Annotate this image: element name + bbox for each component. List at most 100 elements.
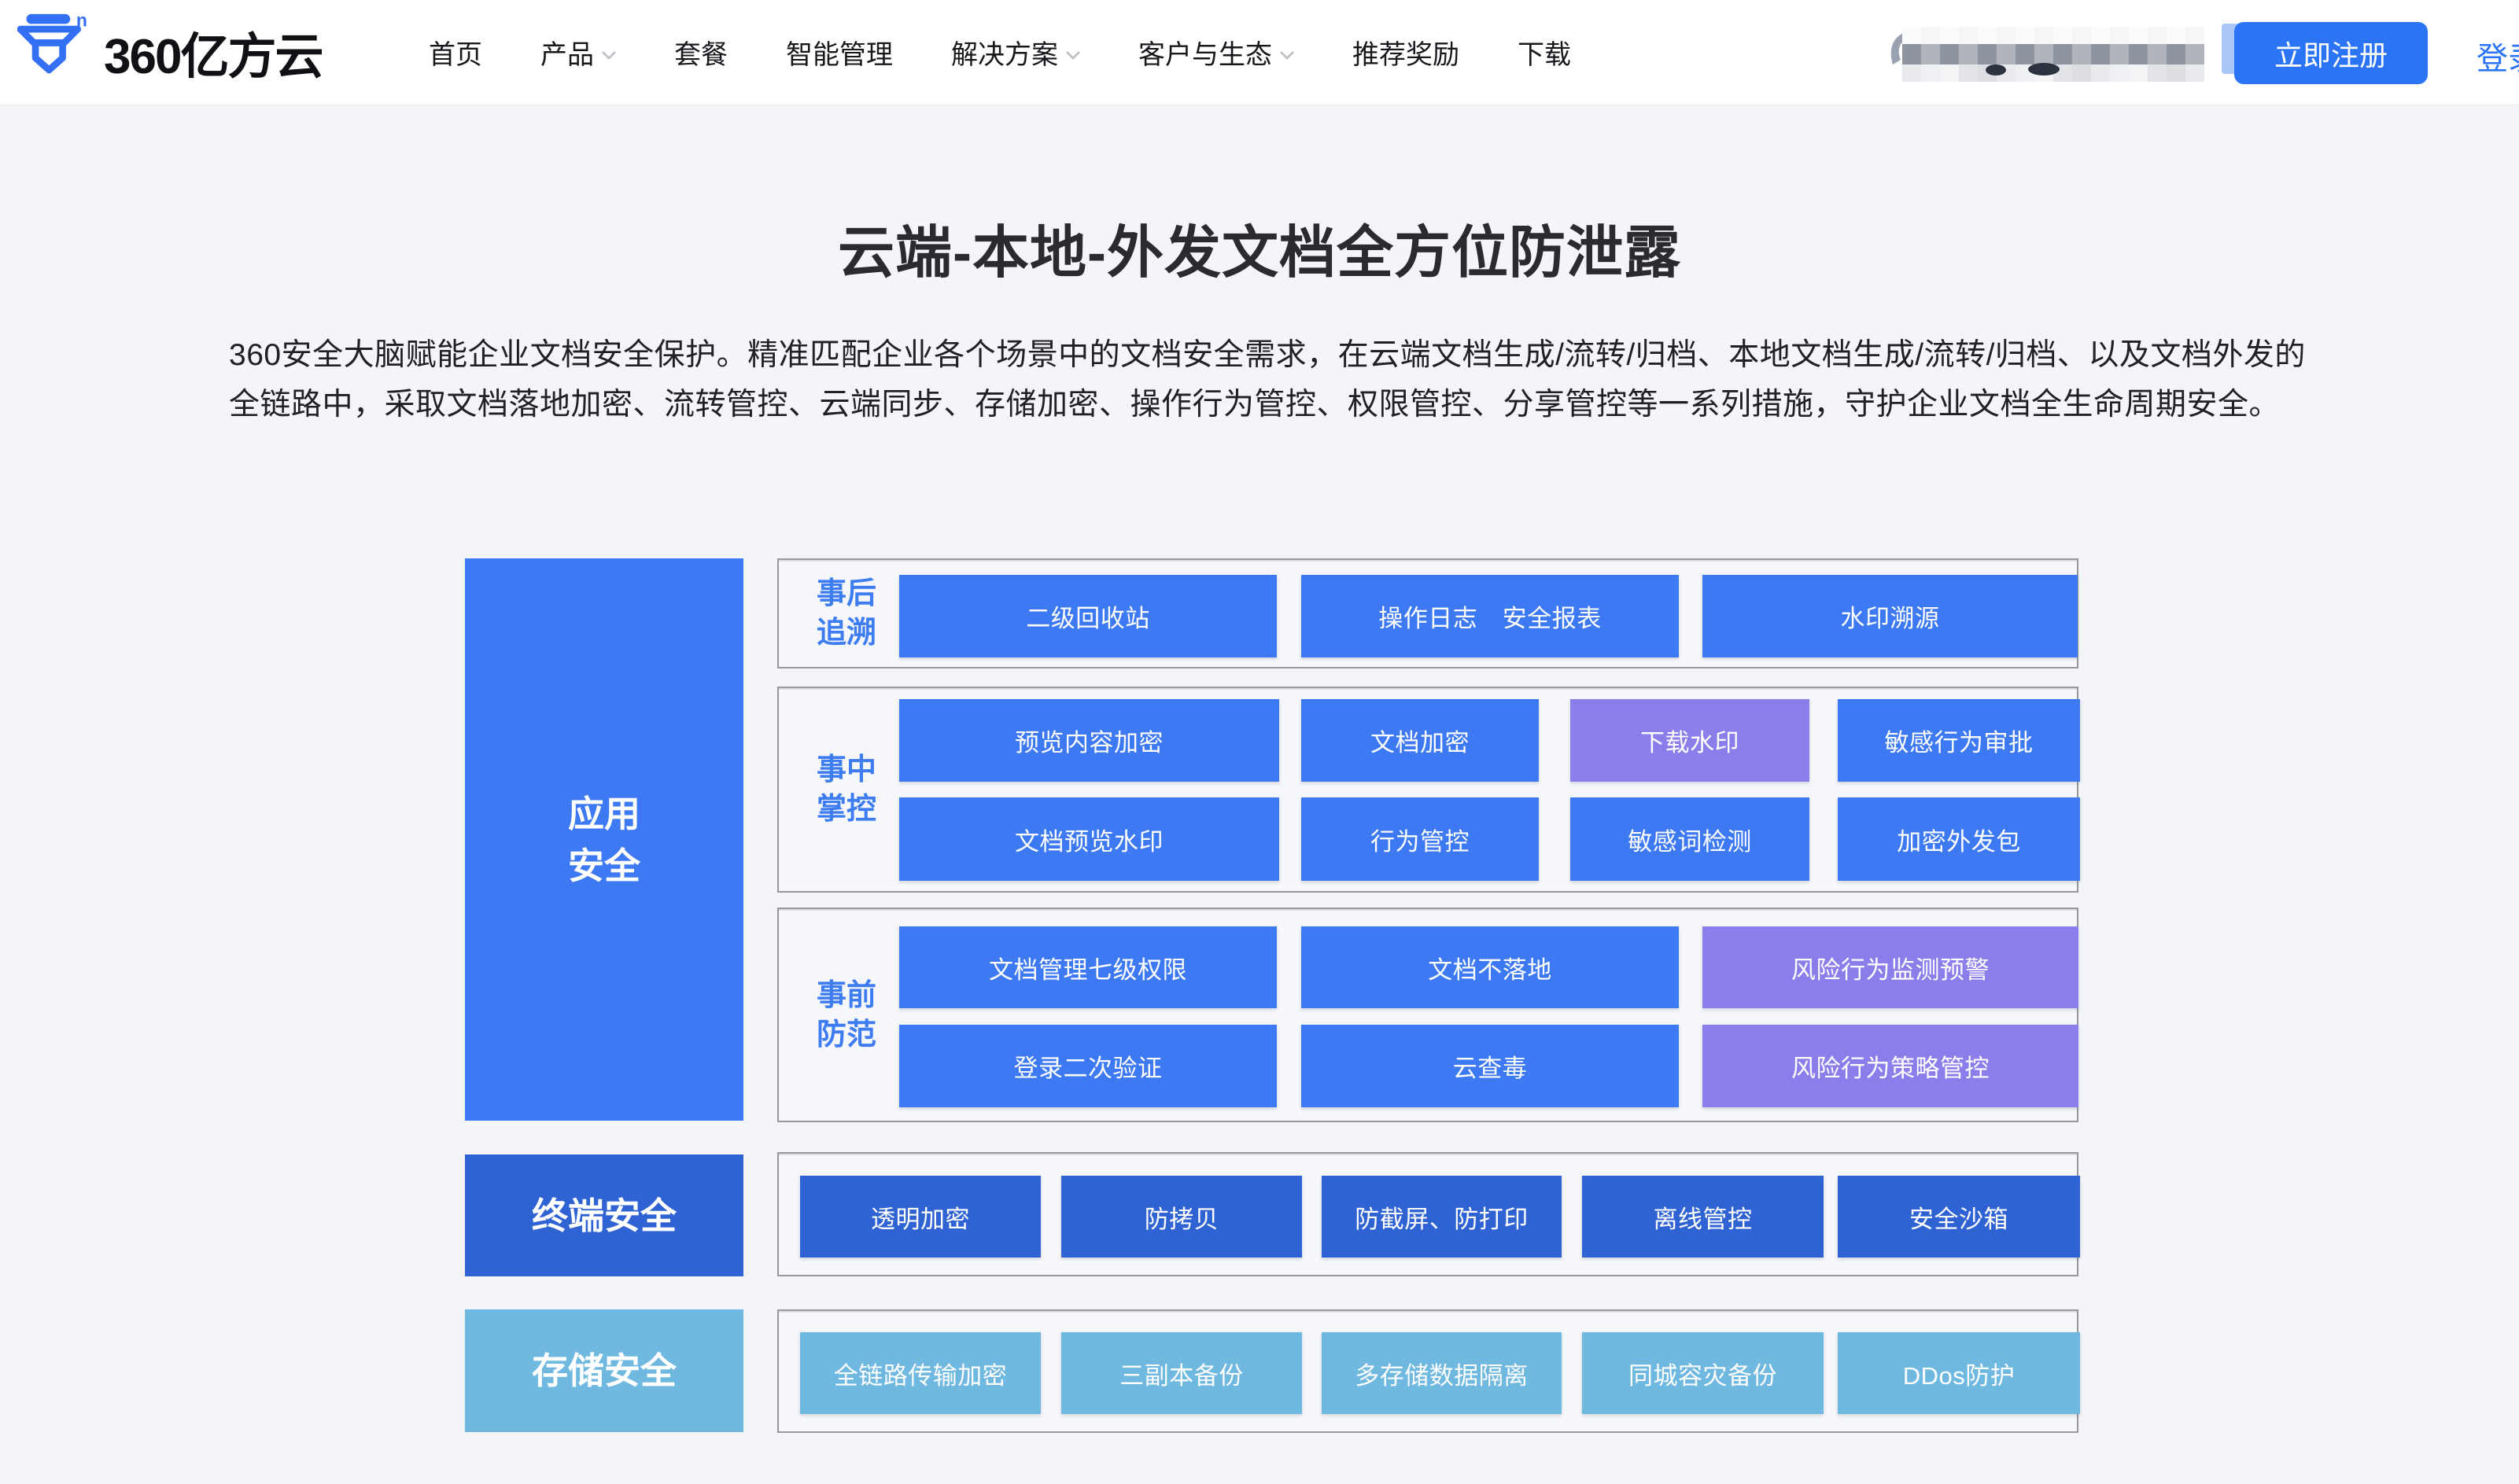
redaction-pixel (1902, 27, 1921, 44)
page-description: 360安全大脑赋能企业文档安全保护。精准匹配企业各个场景中的文档安全需求，在云端… (229, 338, 2306, 422)
nav-item-1[interactable]: 首页 (429, 33, 482, 72)
redaction-pixel (2148, 44, 2167, 64)
nav-item-4[interactable]: 智能管理 (786, 33, 893, 72)
stage-group-in-process-control: 事中掌控预览内容加密文档加密下载水印敏感行为审批文档预览水印行为管控敏感词检测加… (777, 687, 2080, 893)
feature-box: 水印溯源 (1702, 575, 2078, 657)
redaction-pixel (2034, 44, 2053, 64)
feature-box: 文档不落地 (1301, 926, 1679, 1008)
stage-group-pre-event-prevention: 事前防范文档管理七级权限文档不落地风险行为监测预警登录二次验证云查毒风险行为策略… (777, 908, 2078, 1122)
stage-label: 事中掌控 (795, 688, 898, 891)
redaction-pixel (2034, 27, 2053, 44)
redaction-pixel (1978, 44, 1997, 64)
redaction-pixel (1959, 27, 1978, 44)
feature-box: 离线管控 (1582, 1176, 1824, 1258)
nav-item-3[interactable]: 套餐 (674, 33, 728, 72)
nav-menu: 首页 产品 套餐 智能管理 解决方案 客户与生态 推荐奖励 下载 (429, 0, 1571, 105)
svg-text:n: n (76, 13, 87, 30)
feature-box: 预览内容加密 (899, 699, 1279, 782)
logo-text: 360亿方云 (104, 30, 323, 84)
redaction-speck (1986, 64, 2006, 75)
redaction-pixel (2185, 64, 2204, 82)
chevron-down-icon (1066, 37, 1080, 68)
nav-item-2[interactable]: 产品 (540, 33, 616, 72)
feature-box: 同城容灾备份 (1582, 1332, 1824, 1414)
nav-item-label: 推荐奖励 (1352, 40, 1459, 70)
category-label: 安全 (568, 845, 640, 886)
redaction-pixel (2129, 44, 2148, 64)
redaction-pixel (1902, 44, 1921, 64)
nav-item-7[interactable]: 推荐奖励 (1352, 33, 1459, 72)
stage-label-line: 事前 (816, 978, 876, 1012)
redaction-pixel (1921, 27, 1940, 44)
redaction-pixel (1940, 64, 1959, 82)
redaction-pixel (1959, 64, 1978, 82)
redaction-pixel (1940, 27, 1959, 44)
stage-group-terminal-security: 透明加密防拷贝防截屏、防打印离线管控安全沙箱 (777, 1152, 2080, 1276)
nav-item-5[interactable]: 解决方案 (951, 33, 1080, 72)
nav-item-label: 智能管理 (786, 40, 893, 70)
category-block-3: 存储安全 (465, 1309, 743, 1432)
feature-box: 风险行为策略管控 (1702, 1025, 2078, 1107)
feature-box: 风险行为监测预警 (1702, 926, 2078, 1008)
stage-label-line: 事中 (816, 753, 876, 786)
redaction-pixel (2148, 27, 2167, 44)
nav-item-6[interactable]: 客户与生态 (1138, 33, 1294, 72)
stage-label-line: 追溯 (816, 617, 876, 650)
category-block-1: 应用安全 (465, 558, 743, 1121)
feature-box: 敏感行为审批 (1838, 699, 2080, 782)
feature-box: 云查毒 (1301, 1025, 1679, 1107)
redaction-pixel (2110, 64, 2129, 82)
feature-box: 敏感词检测 (1570, 797, 1809, 881)
logo-shield-icon: n (17, 9, 93, 92)
redaction-pixel (2053, 44, 2072, 64)
register-button[interactable]: 立即注册 (2234, 22, 2428, 84)
redaction-pixel (1921, 64, 1940, 82)
nav-item-label: 下载 (1518, 40, 1571, 70)
redaction-pixel (2072, 27, 2091, 44)
stage-label: 事后追溯 (795, 560, 898, 667)
feature-box: 下载水印 (1570, 699, 1809, 782)
top-navbar: n 360亿方云 首页产品套餐智能管理解决方案客户与生态推荐奖励下载 立即注册 … (0, 0, 2519, 105)
redaction-pixel (2091, 64, 2110, 82)
chevron-down-icon (1280, 37, 1294, 68)
feature-box: 加密外发包 (1838, 797, 2080, 881)
category-label: 应用 (568, 793, 640, 834)
nav-item-label: 产品 (540, 40, 594, 70)
redaction-pixel (1940, 44, 1959, 64)
redaction-pixel (1959, 44, 1978, 64)
stage-group-post-event-trace: 事后追溯二级回收站操作日志 安全报表水印溯源 (777, 558, 2078, 668)
nav-item-8[interactable]: 下载 (1518, 33, 1571, 72)
stage-label-line: 事后 (816, 577, 876, 610)
page-title: 云端-本地-外发文档全方位防泄露 (838, 222, 1681, 285)
redaction-pixel (2016, 44, 2034, 64)
stage-label-line: 防范 (816, 1018, 876, 1051)
redaction-pixel (2072, 64, 2091, 82)
stage-label-line: 掌控 (816, 793, 876, 826)
nav-item-label: 解决方案 (951, 40, 1058, 70)
feature-box: 多存储数据隔离 (1322, 1332, 1562, 1414)
feature-box: 登录二次验证 (899, 1025, 1277, 1107)
feature-box: 文档管理七级权限 (899, 926, 1277, 1008)
feature-box: 操作日志 安全报表 (1301, 575, 1679, 657)
logo[interactable]: n 360亿方云 (17, 9, 323, 92)
feature-box: 行为管控 (1301, 797, 1539, 881)
feature-box: 文档预览水印 (899, 797, 1279, 881)
redaction-pixel (2091, 27, 2110, 44)
feature-box: 全链路传输加密 (800, 1332, 1041, 1414)
feature-box: 防截屏、防打印 (1322, 1176, 1562, 1258)
redaction-pixel (1921, 44, 1940, 64)
feature-box: 防拷贝 (1061, 1176, 1302, 1258)
redaction-pixel (2016, 27, 2034, 44)
stage-label: 事前防范 (795, 909, 898, 1121)
redaction-pixel (2167, 64, 2185, 82)
nav-item-label: 首页 (429, 40, 482, 70)
nav-item-label: 客户与生态 (1138, 40, 1272, 70)
category-label: 终端安全 (532, 1195, 677, 1236)
feature-box: 二级回收站 (899, 575, 1277, 657)
feature-box: 三副本备份 (1061, 1332, 1302, 1414)
login-link[interactable]: 登录 (2477, 42, 2519, 76)
feature-box: 透明加密 (800, 1176, 1041, 1258)
redaction-pixel (2185, 27, 2204, 44)
feature-box: DDos防护 (1838, 1332, 2080, 1414)
